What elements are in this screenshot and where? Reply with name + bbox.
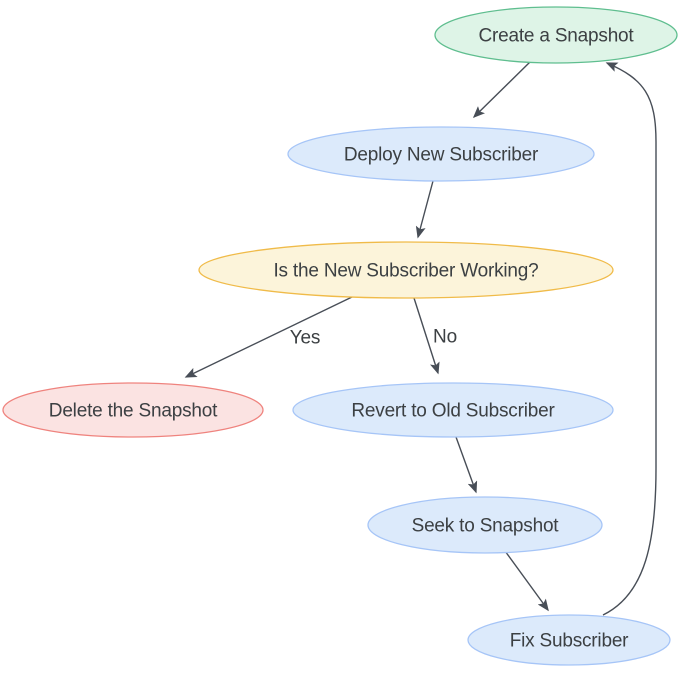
node-is-new-subscriber-working-label: Is the New Subscriber Working? <box>273 261 538 282</box>
edge-fix-to-create <box>602 62 657 616</box>
edge-revert-to-seek <box>455 436 478 494</box>
edge-label-no: No <box>433 327 457 348</box>
node-deploy-new-subscriber-label: Deploy New Subscriber <box>344 145 539 166</box>
node-seek-to-snapshot-shape <box>367 496 603 554</box>
node-deploy-new-subscriber-shape <box>287 126 595 182</box>
edge-deploy-to-working <box>415 180 434 239</box>
node-deploy-new-subscriber: Deploy New Subscriber <box>287 126 595 182</box>
node-seek-to-snapshot: Seek to Snapshot <box>367 496 603 554</box>
node-delete-snapshot-label: Delete the Snapshot <box>49 401 218 422</box>
node-delete-snapshot-shape <box>2 382 264 438</box>
edge-working-to-delete <box>184 296 353 378</box>
node-create-snapshot: Create a Snapshot <box>434 6 678 64</box>
node-delete-snapshot: Delete the Snapshot <box>2 382 264 438</box>
edge-working-to-revert <box>413 297 440 375</box>
node-revert-old-subscriber-label: Revert to Old Subscriber <box>351 401 555 422</box>
node-seek-to-snapshot-label: Seek to Snapshot <box>412 516 560 537</box>
edge-seek-to-fix <box>504 550 549 612</box>
node-revert-old-subscriber-shape <box>292 382 614 438</box>
node-is-new-subscriber-working: Is the New Subscriber Working? <box>198 241 614 299</box>
node-create-snapshot-shape <box>434 6 678 64</box>
node-fix-subscriber: Fix Subscriber <box>467 614 671 666</box>
node-revert-old-subscriber: Revert to Old Subscriber <box>292 382 614 438</box>
node-is-new-subscriber-working-shape <box>198 241 614 299</box>
edge-create-to-deploy <box>472 60 532 119</box>
node-create-snapshot-label: Create a Snapshot <box>478 26 634 47</box>
edge-label-yes: Yes <box>290 328 320 349</box>
node-fix-subscriber-label: Fix Subscriber <box>510 631 629 652</box>
node-fix-subscriber-shape <box>467 614 671 666</box>
